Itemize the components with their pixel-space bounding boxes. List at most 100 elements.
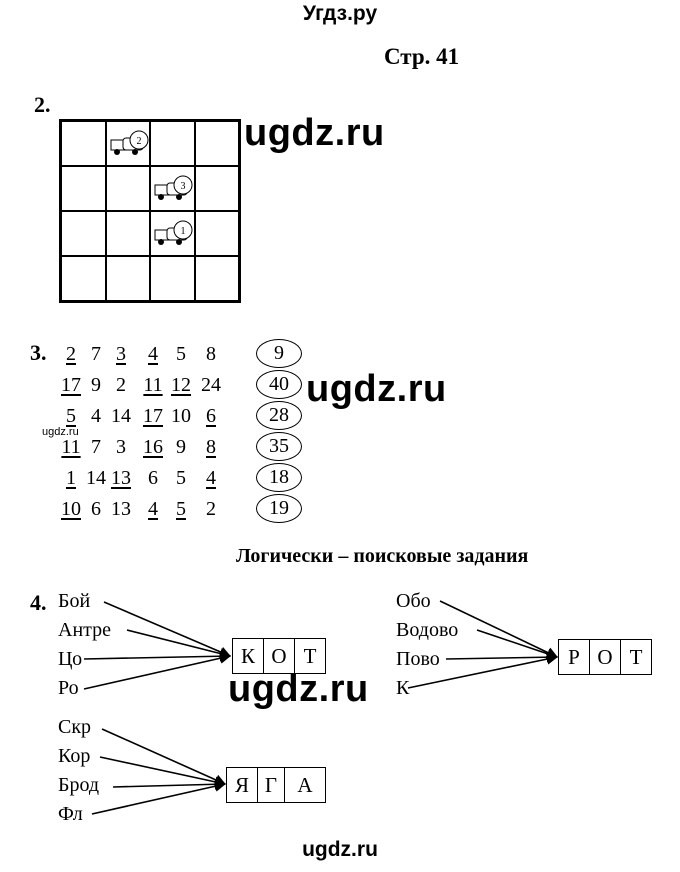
number-cell: 4: [148, 343, 158, 365]
number-cell: 9: [91, 374, 101, 396]
number-cell: 7: [91, 343, 101, 365]
number-cell: 9: [176, 436, 186, 458]
word-item: Пово: [396, 648, 440, 670]
arrow-line: [101, 728, 227, 785]
grid-cell: [194, 166, 239, 211]
grid-cell: [194, 121, 239, 166]
word-item: Ро: [58, 677, 79, 699]
answer-letter: Т: [303, 644, 317, 668]
task-4-number: 4.: [30, 590, 47, 615]
number-cell: 1: [66, 467, 76, 489]
answer-letter: К: [233, 639, 264, 673]
circled-total: 18: [256, 463, 302, 492]
number-cell: 3: [116, 436, 126, 458]
word-item: Кор: [58, 745, 91, 767]
grid-cell: [61, 256, 106, 301]
number-cell: 5: [176, 467, 186, 489]
number-cell: 11: [61, 436, 81, 458]
arrow-line: [112, 778, 227, 790]
task-3-number: 3.: [30, 340, 47, 365]
number-cell: 8: [206, 343, 216, 365]
arrow-line: [83, 652, 232, 690]
answer-box-rot: Р О Т: [558, 639, 652, 675]
number-cell: 2: [116, 374, 126, 396]
answer-letter: О: [590, 640, 621, 674]
watermark: ugdz.ru: [306, 368, 447, 410]
task-2-number: 2.: [34, 92, 51, 117]
circled-total: 19: [256, 494, 302, 523]
arrow-line: [407, 653, 559, 689]
number-cell: 4: [206, 467, 216, 489]
number-cell: 24: [201, 374, 221, 396]
circled-total: 9: [256, 339, 302, 368]
truck-number: 1: [181, 226, 186, 237]
site-footer: ugdz.ru: [302, 838, 378, 861]
circled-total: 28: [256, 401, 302, 430]
number-cell: 2: [66, 343, 76, 365]
word-item: Брод: [58, 774, 100, 796]
number-cell: 17: [61, 374, 81, 396]
number-cell: 4: [91, 405, 101, 427]
arrow-line: [103, 601, 232, 658]
truck-icon: 2: [110, 130, 148, 155]
number-cell: 5: [66, 405, 76, 427]
number-cell: 17: [143, 405, 163, 427]
number-cell: 13: [111, 498, 131, 520]
truck-icon: 3: [154, 175, 193, 200]
number-cell: 8: [206, 436, 216, 458]
grid-cell: 1: [150, 211, 195, 256]
truck-number: 3: [181, 181, 186, 192]
arrow-line: [126, 629, 232, 659]
grid-cell: [105, 166, 150, 211]
answer-letter: О: [264, 639, 295, 673]
word-item: Скр: [58, 716, 92, 738]
answer-letter: Г: [258, 768, 285, 802]
number-cell: 10: [61, 498, 81, 520]
number-cell: 6: [206, 405, 216, 427]
site-title: Угдз.ру: [302, 2, 378, 25]
number-cell: 14: [111, 405, 131, 427]
number-cell: 14: [86, 467, 106, 489]
word-item: Обо: [396, 590, 431, 612]
circled-total: 35: [256, 432, 302, 461]
arrow-line: [445, 651, 559, 663]
task-2-grid: 2 3 1: [59, 119, 241, 303]
grid-cell: 3: [150, 166, 195, 211]
number-cell: 13: [111, 467, 131, 489]
page-number: Стр. 41: [384, 44, 460, 69]
number-cell: 16: [143, 436, 163, 458]
number-cell: 3: [116, 343, 126, 365]
word-item: К: [396, 677, 410, 699]
section-title: Логически – поисковые задания: [236, 545, 529, 567]
number-cell: 7: [91, 436, 101, 458]
number-cell: 2: [206, 498, 216, 520]
truck-number: 2: [136, 136, 141, 147]
word-item: Водово: [396, 619, 459, 641]
grid-cell: [61, 166, 106, 211]
word-item: Бой: [58, 590, 91, 612]
number-cell: 5: [176, 498, 186, 520]
arrow-line: [99, 756, 227, 788]
arrow-line: [476, 629, 559, 660]
number-cell: 6: [91, 498, 101, 520]
grid-cell: [61, 121, 106, 166]
number-cell: 6: [148, 467, 158, 489]
watermark: ugdz.ru: [244, 112, 385, 154]
truck-icon: 1: [154, 220, 193, 245]
word-item: Антре: [58, 619, 112, 641]
number-cell: 10: [171, 405, 191, 427]
arrow-line: [439, 600, 559, 658]
answer-box-kot: К О Т: [232, 638, 326, 674]
answer-letter: Р: [559, 640, 590, 674]
grid-cell: [150, 256, 195, 301]
answer-box-yaga: Я Г А: [226, 767, 326, 803]
grid-cell: [150, 121, 195, 166]
circled-total: 40: [256, 370, 302, 399]
answer-letter: Я: [227, 768, 258, 802]
answer-letter: Т: [629, 645, 643, 669]
grid-cell: [194, 256, 239, 301]
grid-cell: [61, 211, 106, 256]
grid-cell: [105, 211, 150, 256]
answer-letter: А: [297, 773, 313, 797]
